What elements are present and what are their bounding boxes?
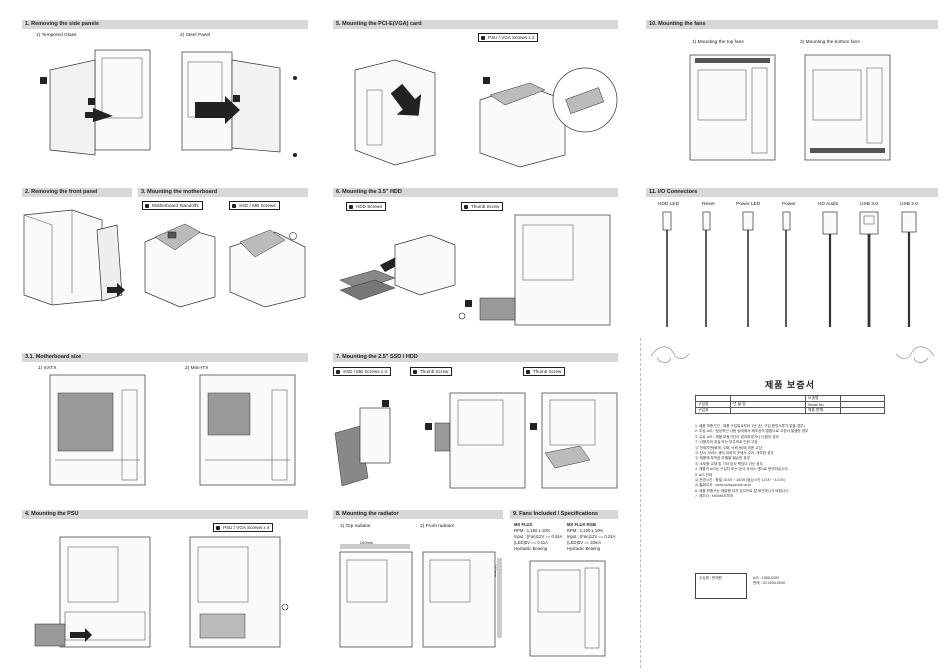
hdd-illustration xyxy=(339,214,611,326)
sub-mini-itx: 2) Mini-ITX xyxy=(185,366,209,371)
tag-psu-vga-screws-4: PSU / VGA Screws x 4 xyxy=(213,523,274,532)
radiator-illustration xyxy=(339,544,502,648)
connector-usb3: USB 3.0 xyxy=(860,202,878,207)
case-body-left xyxy=(94,49,151,151)
section-7-header: 7. Mounting the 2.5" SSD / HDD xyxy=(333,353,618,362)
side-panel-illustration xyxy=(40,49,297,157)
tag-thumb-screw-2: Thumb Screw xyxy=(523,367,566,376)
connector-power-led: Power LED xyxy=(736,202,761,207)
section-3-header: 3. Mounting the motherboard xyxy=(138,188,308,197)
cable-hd-audio xyxy=(822,211,838,327)
sub-top-fans: 1) Mounting the top fans xyxy=(692,40,744,45)
steel-panel xyxy=(231,59,281,153)
front-panel-illustration xyxy=(23,209,125,306)
ornament-left-icon xyxy=(650,346,690,363)
dim-top-radiator: 240mm xyxy=(360,540,374,545)
cable-usb2 xyxy=(901,211,917,327)
cable-reset xyxy=(702,211,711,327)
cable-usb3 xyxy=(859,211,879,327)
motherboard-size-illustration xyxy=(49,374,296,486)
section-8-header: 8. Mounting the radiator xyxy=(333,510,503,519)
sub-front-radiator: 2) Front radiator xyxy=(420,524,455,529)
ssd-illustration xyxy=(334,392,618,489)
section-3-1-header: 3.1. Motherboard size xyxy=(22,353,308,362)
fan-spec-mx-flux-rgb: MX FLUX RGB RPM : 1,150 ± 10% Input : (F… xyxy=(567,522,616,551)
tag-ssd-mb-screws-4: SSD / MB Screws x 4 xyxy=(333,367,391,376)
tag-motherboard-standoffs: Motherboard Standoffs xyxy=(142,201,203,210)
psu-illustration xyxy=(34,536,289,648)
section-1-header: 1. Removing the side panels xyxy=(22,20,308,29)
cable-power xyxy=(782,211,791,327)
section-11-header: 11. I/O Connectors xyxy=(646,188,938,197)
fan-case-illustration xyxy=(529,560,606,657)
arrow-right xyxy=(195,96,240,124)
connector-reset: Reset xyxy=(702,202,715,207)
connector-usb2: USB 2.0 xyxy=(900,202,918,207)
section-10-header: 10. Mounting the fans xyxy=(646,20,938,29)
arrow-left xyxy=(85,108,113,122)
connector-power: Power xyxy=(782,202,796,207)
tag-thumb-screw-hdd: Thumb Screw xyxy=(461,202,504,211)
sub-tempered-glass: 1) Tempered Glass xyxy=(36,33,77,38)
section-9-header: 9. Fans Included / Specifications xyxy=(510,510,618,519)
cable-hdd-led xyxy=(662,211,672,327)
fan-spec-mx-flux: MX FLUX RPM : 1,150 ± 10% Input : (Fan)1… xyxy=(514,522,563,551)
connector-hdd-led: HDD LED xyxy=(658,202,680,207)
warranty-title: 제품 보증서 xyxy=(765,380,815,390)
section-6-header: 6. Mounting the 3.5" HDD xyxy=(333,188,618,197)
warranty-contact: A/S : 1588-0000 판매 : 02-0000-0000 xyxy=(753,576,785,586)
section-5-header: 5. Mounting the PCI-E(VGA) card xyxy=(333,20,618,29)
cable-power-led xyxy=(742,211,754,327)
section-2-header: 2. Removing the front panel xyxy=(22,188,132,197)
glass-panel xyxy=(49,59,96,156)
sub-matx: 1) mATX xyxy=(38,366,57,371)
fans-illustration xyxy=(689,54,891,161)
connector-hd-audio: HD Audio xyxy=(818,202,839,207)
case-body-right xyxy=(181,51,233,151)
sub-bottom-fans: 2) Mounting the bottom fans xyxy=(800,40,860,45)
sub-steel-panel: 2) Steel Panel xyxy=(180,33,211,38)
tag-psu-vga-screws-2: PSU / VGA Screws x 2 xyxy=(478,33,539,42)
ornament-right-icon xyxy=(895,346,935,363)
warranty-terms: 1. 제품 보증기간 : 제품 구입일로부터 1년 (단, 구입 증빙서류가 없… xyxy=(695,424,809,499)
connector-cables-illustration xyxy=(662,211,917,327)
vga-illustration xyxy=(354,59,618,168)
motherboard-illustration xyxy=(144,223,306,308)
tag-hdd-screws: HDD Screws xyxy=(346,202,387,211)
warranty-stamp-box: 수입원 / 판매원 xyxy=(695,573,747,599)
tag-thumb-screw-1: Thumb Screw xyxy=(410,367,453,376)
sub-top-radiator: 1) Top radiator xyxy=(340,524,371,529)
section-4-header: 4. Mounting the PSU xyxy=(22,510,308,519)
tag-ssd-mb-screws: SSD / MB Screws xyxy=(229,201,280,210)
